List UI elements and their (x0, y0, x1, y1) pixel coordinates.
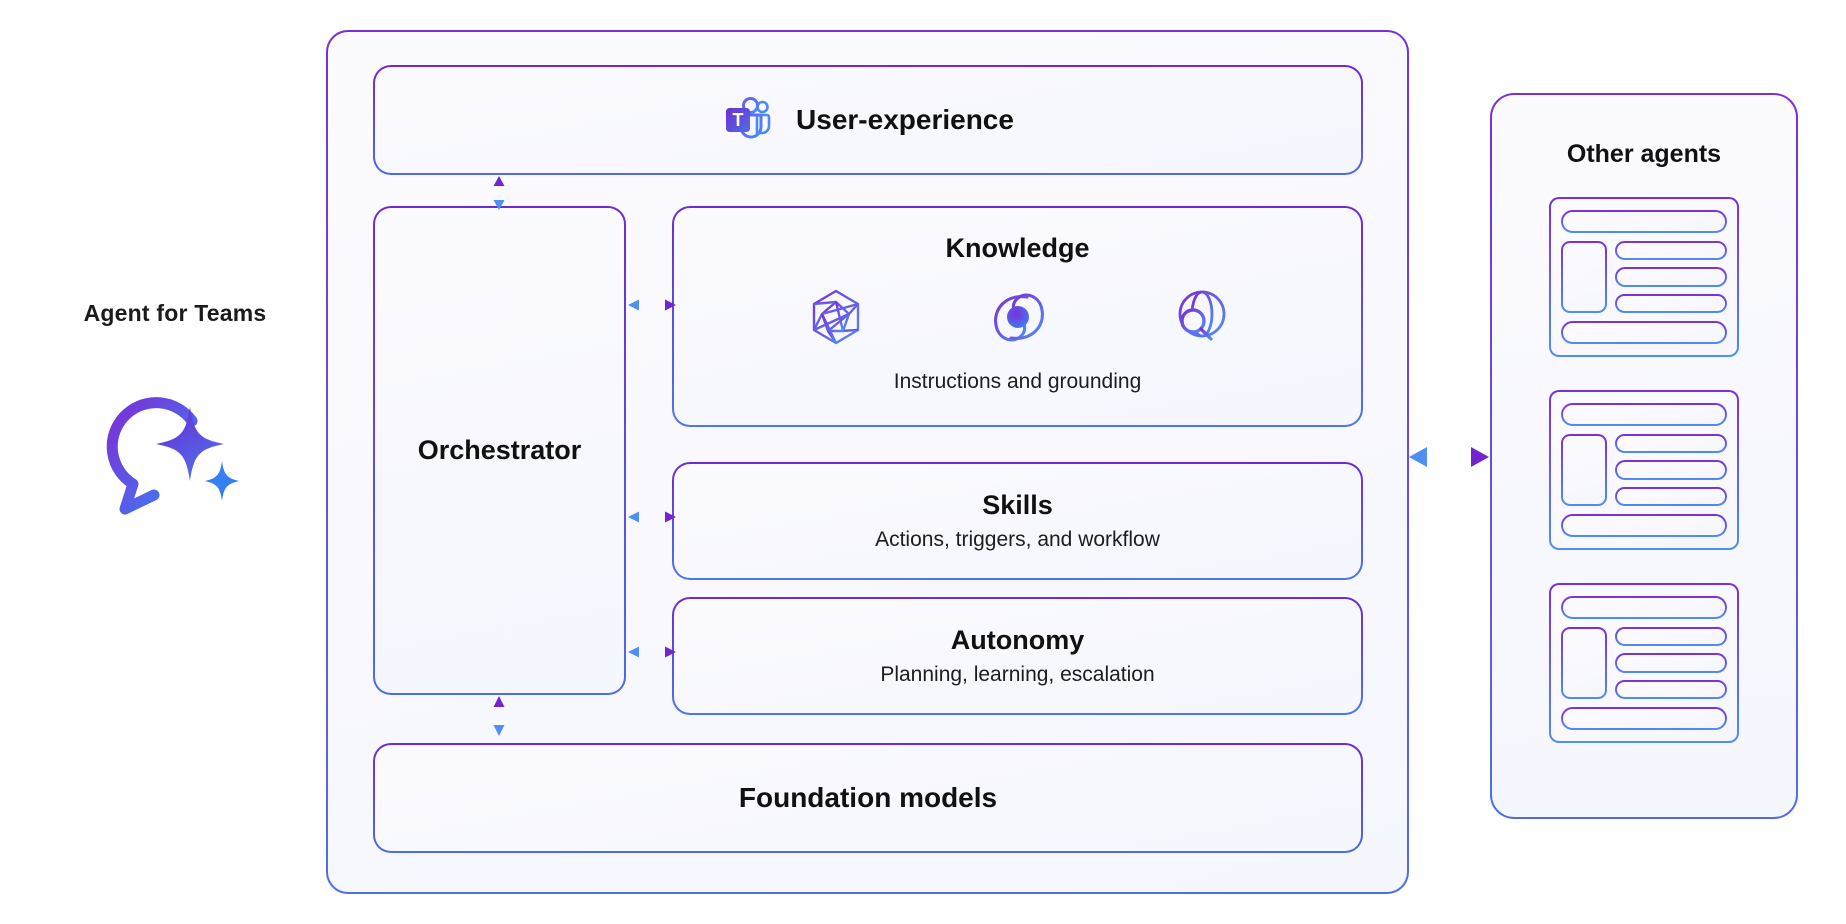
orchestrator-card[interactable]: Orchestrator (373, 206, 626, 695)
foundation-models-label: Foundation models (738, 782, 998, 813)
connector-panel-to-other-agents (1409, 447, 1489, 467)
wireframe-bar (1615, 680, 1727, 699)
wireframe-bar (1615, 627, 1727, 646)
wireframe-bar (1615, 434, 1727, 453)
semantic-index-swirl-icon (987, 286, 1049, 348)
wireframe-bottom-bar (1561, 321, 1727, 344)
wireframe-middle (1561, 434, 1727, 506)
user-experience-card[interactable]: T User-experience (373, 65, 1363, 175)
brand-block: Agent for Teams (45, 300, 305, 519)
copilot-sparkle-chat-icon (45, 389, 305, 519)
wireframe-right-bars (1615, 627, 1727, 699)
other-agents-title: Other agents (1566, 140, 1722, 168)
agent-card-2[interactable] (1549, 390, 1739, 550)
knowledge-subtitle: Instructions and grounding (893, 370, 1142, 393)
skills-subtitle: Actions, triggers, and workflow (875, 528, 1160, 551)
skills-card[interactable]: Skills Actions, triggers, and workflow (672, 462, 1363, 580)
wireframe-top-bar (1561, 403, 1727, 426)
connector-orchestrator-to-knowledge (628, 299, 676, 311)
skills-title: Skills (982, 490, 1053, 520)
wireframe-left-block (1561, 241, 1607, 313)
wireframe-left-block (1561, 434, 1607, 506)
knowledge-graph-polyhedron-icon (805, 286, 867, 348)
wireframe-bar (1615, 294, 1727, 313)
wireframe-middle (1561, 241, 1727, 313)
web-search-globe-icon (1169, 286, 1231, 348)
autonomy-card[interactable]: Autonomy Planning, learning, escalation (672, 597, 1363, 715)
connector-orchestrator-to-foundation (493, 696, 505, 736)
svg-text:T: T (733, 110, 744, 130)
wireframe-bottom-bar (1561, 707, 1727, 730)
autonomy-title: Autonomy (950, 625, 1085, 655)
wireframe-top-bar (1561, 596, 1727, 619)
wireframe-bar (1615, 267, 1727, 286)
orchestrator-label: Orchestrator (417, 435, 582, 465)
connector-ux-to-orchestrator (493, 176, 505, 210)
wireframe-right-bars (1615, 434, 1727, 506)
user-experience-label: User-experience (796, 104, 1014, 135)
knowledge-title: Knowledge (945, 233, 1090, 263)
knowledge-icon-row (674, 286, 1361, 348)
agent-card-3[interactable] (1549, 583, 1739, 743)
knowledge-card[interactable]: Knowledge (672, 206, 1363, 427)
wireframe-right-bars (1615, 241, 1727, 313)
wireframe-top-bar (1561, 210, 1727, 233)
agent-card-1[interactable] (1549, 197, 1739, 357)
connector-orchestrator-to-autonomy (628, 646, 676, 658)
wireframe-left-block (1561, 627, 1607, 699)
other-agents-list (1492, 197, 1796, 743)
wireframe-bottom-bar (1561, 514, 1727, 537)
foundation-models-card[interactable]: Foundation models (373, 743, 1363, 853)
wireframe-middle (1561, 627, 1727, 699)
wireframe-bar (1615, 241, 1727, 260)
wireframe-bar (1615, 460, 1727, 479)
connector-orchestrator-to-skills (628, 511, 676, 523)
wireframe-bar (1615, 653, 1727, 672)
microsoft-teams-icon: T (722, 96, 774, 144)
other-agents-panel: Other agents (1490, 93, 1798, 819)
page-title: Agent for Teams (83, 300, 267, 326)
wireframe-bar (1615, 487, 1727, 506)
autonomy-subtitle: Planning, learning, escalation (880, 663, 1155, 686)
